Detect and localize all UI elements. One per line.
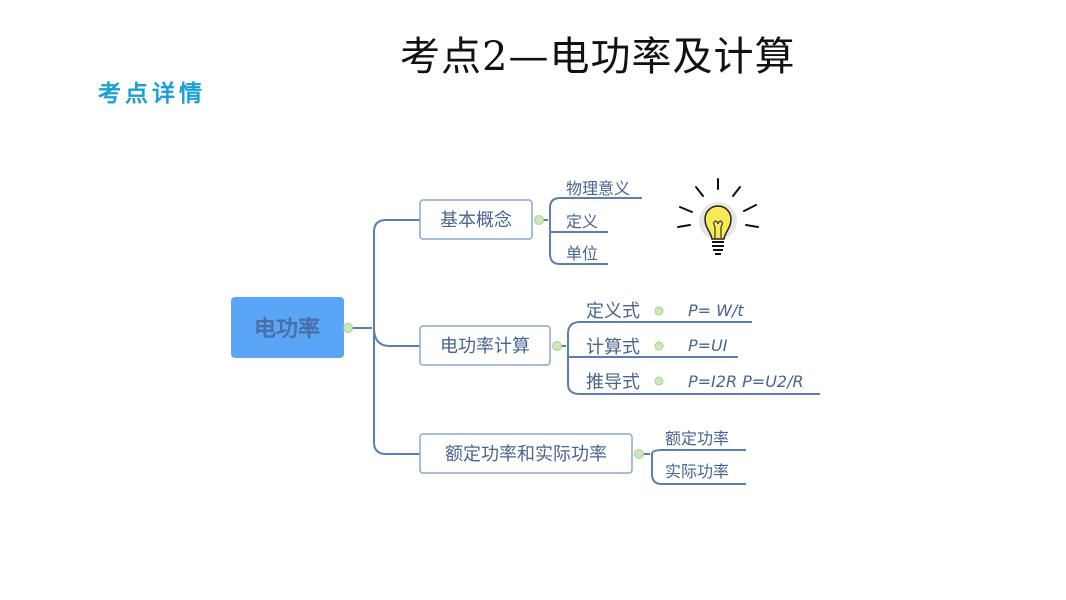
connector-leaf-2-1 [567,321,752,335]
branch-label-3: 额定功率和实际功率 [445,444,607,465]
leaf-3-1[interactable]: 额定功率 [665,429,729,448]
light-bulb-icon [677,178,759,255]
collapse-toggle-branch-3[interactable] [634,449,644,459]
section-subtitle: 考点详情 [98,80,206,107]
branch-node-2[interactable]: 电功率计算 [419,325,551,366]
collapse-toggle-branch-1[interactable] [534,215,544,225]
formula-2-2: P=UI [688,336,728,355]
branch-label-2: 电功率计算 [440,336,530,357]
connector-trunk [373,232,420,455]
branch-node-3[interactable]: 额定功率和实际功率 [419,433,633,474]
leaf-2-1[interactable]: 定义式 [586,301,640,322]
branch-node-1[interactable]: 基本概念 [419,199,533,240]
connector-leaf-2-3 [567,334,820,395]
connector-branch-1 [373,219,420,233]
connector-leaf-3-2 [651,454,746,485]
leaf-1-3[interactable]: 单位 [566,244,598,263]
collapse-toggle-branch-2[interactable] [552,341,562,351]
root-node[interactable]: 电功率 [231,297,344,358]
collapse-toggle-leaf-2-3[interactable] [654,376,664,386]
collapse-toggle-leaf-2-1[interactable] [654,306,664,316]
leaf-1-2[interactable]: 定义 [566,212,598,231]
leaf-3-2[interactable]: 实际功率 [665,462,729,481]
formula-2-1: P= W/t [688,301,744,320]
root-label: 电功率 [254,316,320,342]
branch-label-1: 基本概念 [440,209,512,231]
connector-leaf-1-3 [549,208,608,265]
connector-leaf-1-1 [549,197,642,209]
page-title: 考点2—电功率及计算 [400,34,796,80]
leaf-2-3[interactable]: 推导式 [586,372,640,393]
formula-2-3: P=I2R P=U2/R [688,372,804,391]
leaf-1-1[interactable]: 物理意义 [566,179,630,198]
connectors [352,197,820,485]
collapse-toggle-root[interactable] [343,323,353,333]
connector-branch-2 [373,327,420,347]
leaf-2-2[interactable]: 计算式 [586,337,640,358]
connector-leaf-3-1 [651,449,746,455]
collapse-toggle-leaf-2-2[interactable] [654,341,664,351]
